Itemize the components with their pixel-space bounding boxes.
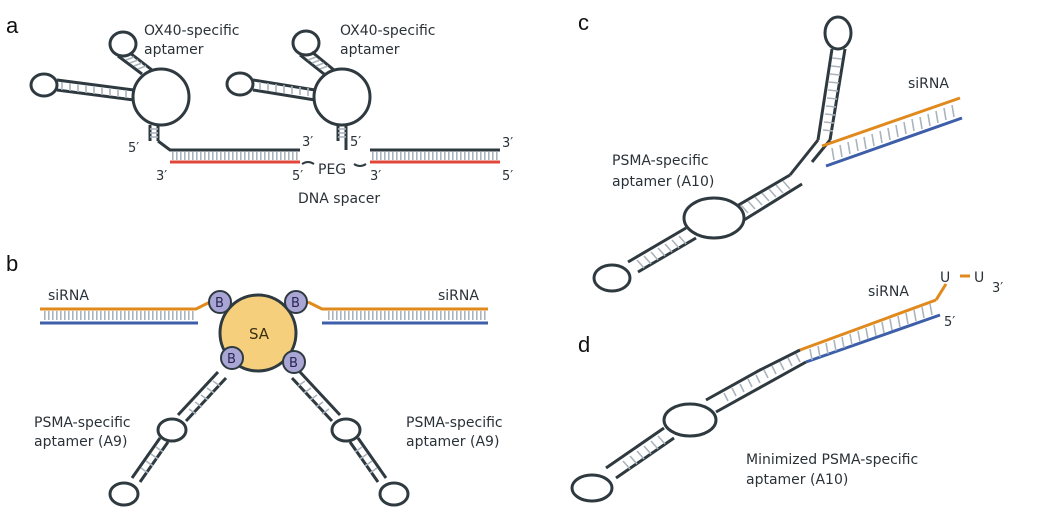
biotin-top-left: B bbox=[208, 290, 232, 314]
psma-a10-d-rungs bbox=[622, 353, 801, 470]
ox40-aptamer-left bbox=[29, 30, 300, 152]
sirna-duplex-c bbox=[821, 96, 963, 168]
end-5-mid-top: 5′ bbox=[350, 135, 361, 150]
panel-a: OX40-specific aptamer OX40-specific apta… bbox=[29, 23, 513, 207]
psma-a10-c-rungs bbox=[636, 57, 843, 269]
biotin-label: B bbox=[227, 352, 236, 367]
ox40-label-left-line2: aptamer bbox=[144, 42, 204, 58]
ox40-label-left-line1: OX40-specific bbox=[144, 23, 239, 39]
end-5-mid-bottom: 5′ bbox=[292, 169, 303, 184]
panel-b: SA B B B B siRNA siRNA PSMA-specific apt… bbox=[34, 288, 503, 507]
psma-a10-label-c-line1: PSMA-specific bbox=[612, 153, 709, 169]
end-3-d: 3′ bbox=[992, 281, 1003, 296]
peg-label: PEG bbox=[318, 162, 346, 178]
biotin-label: B bbox=[215, 296, 224, 311]
panel-label-b: b bbox=[6, 251, 18, 276]
end-3-right-top: 3′ bbox=[502, 136, 513, 151]
panel-label-c: c bbox=[578, 10, 589, 35]
biotin-bottom-right: B bbox=[282, 350, 306, 374]
sirna-duplex-d bbox=[799, 274, 970, 364]
ox40-right-rungs bbox=[259, 56, 346, 138]
panel-c: siRNA PSMA-specific aptamer (A10) bbox=[592, 15, 963, 293]
psma-a9-label-right-line1: PSMA-specific bbox=[406, 415, 503, 431]
ox40-duplex-left bbox=[170, 152, 300, 164]
biotin-bottom-left: B bbox=[220, 346, 244, 370]
psma-a10-label-d-line1: Minimized PSMA-specific bbox=[746, 452, 918, 468]
psma-a9-right-rungs bbox=[297, 380, 378, 474]
biotin-top-right: B bbox=[284, 290, 308, 314]
panel-label-d: d bbox=[578, 332, 590, 357]
psma-a9-aptamer-right bbox=[290, 370, 410, 507]
psma-a10-aptamer-c bbox=[592, 15, 853, 293]
psma-a10-label-c-line2: aptamer (A10) bbox=[612, 174, 714, 190]
sirna-label-right: siRNA bbox=[438, 288, 479, 304]
end-5-d: 5′ bbox=[944, 315, 955, 330]
biotin-label: B bbox=[289, 356, 298, 371]
ox40-duplex-right bbox=[344, 141, 500, 164]
ox40-label-right-line2: aptamer bbox=[340, 42, 400, 58]
biotin-label: B bbox=[291, 296, 300, 311]
end-3-mid-bottom: 3′ bbox=[370, 169, 381, 184]
peg-linker-right bbox=[353, 163, 367, 167]
ox40-label-right-line1: OX40-specific bbox=[340, 23, 435, 39]
end-5-right-bottom: 5′ bbox=[502, 169, 513, 184]
psma-a9-label-right-line2: aptamer (A9) bbox=[406, 434, 499, 450]
psma-a9-left-rungs bbox=[140, 380, 221, 474]
ox40-aptamer-right bbox=[225, 29, 372, 141]
sirna-label-c: siRNA bbox=[908, 76, 949, 92]
overhang-u1: U bbox=[940, 270, 950, 286]
dna-spacer-label: DNA spacer bbox=[298, 191, 380, 207]
sirna-duplex-left bbox=[40, 300, 211, 325]
panel-label-a: a bbox=[6, 13, 19, 38]
overhang-u2: U bbox=[974, 270, 984, 286]
psma-a9-label-left-line2: aptamer (A9) bbox=[34, 434, 127, 450]
sirna-duplex-right bbox=[307, 300, 488, 325]
psma-a10-aptamer-d bbox=[570, 348, 807, 503]
end-3-left-bottom: 3′ bbox=[156, 169, 167, 184]
psma-a9-label-left-line1: PSMA-specific bbox=[34, 415, 131, 431]
end-3-mid-top: 3′ bbox=[302, 135, 313, 150]
end-5-left-top: 5′ bbox=[128, 141, 139, 156]
sirna-label-d: siRNA bbox=[868, 284, 909, 300]
panel-d: siRNA U U 3′ 5′ Minimized PSMA-specific … bbox=[570, 270, 1003, 503]
psma-a10-label-d-line2: aptamer (A10) bbox=[746, 472, 848, 488]
peg-linker-left bbox=[301, 161, 315, 165]
ox40-left-rungs bbox=[61, 56, 158, 138]
sirna-label-left: siRNA bbox=[48, 288, 89, 304]
streptavidin-label: SA bbox=[249, 325, 270, 343]
